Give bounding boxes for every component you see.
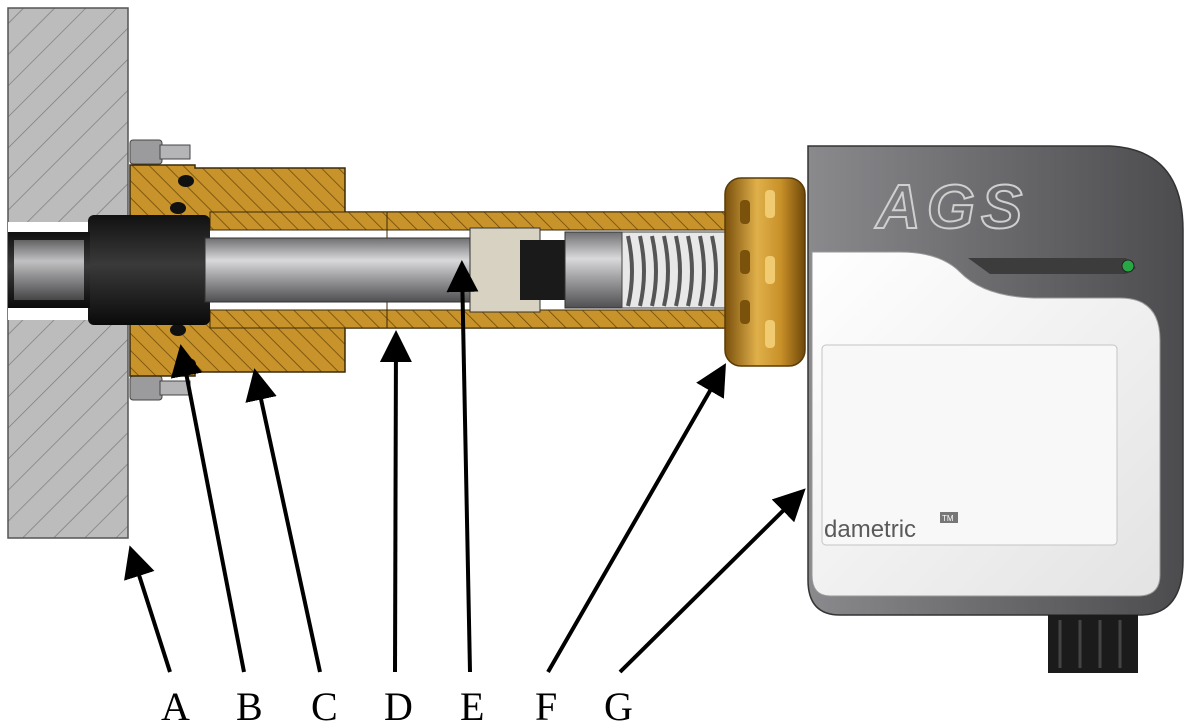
gauge-housing xyxy=(807,145,1184,673)
flange-bolt-bottom xyxy=(129,375,191,401)
flange-bolt-top xyxy=(129,139,191,165)
callout-arrows xyxy=(124,260,806,674)
arrow-g xyxy=(618,488,806,674)
arrow-f xyxy=(546,363,726,673)
probe-tube xyxy=(209,211,726,329)
cable-connector xyxy=(1048,615,1138,673)
trademark-label: TM xyxy=(942,514,954,523)
callout-e: E xyxy=(460,684,484,725)
arrow-d xyxy=(379,330,412,673)
sensor-shaft xyxy=(204,227,626,313)
arrow-b xyxy=(170,344,246,673)
callout-d: D xyxy=(384,684,413,725)
callout-labels: A B C D E F G xyxy=(161,684,633,725)
sensor-sleeve xyxy=(8,215,210,325)
callout-a: A xyxy=(161,684,190,725)
trademark-badge xyxy=(940,512,958,523)
callout-c: C xyxy=(311,684,338,725)
compression-spring xyxy=(621,231,731,309)
arrow-e xyxy=(446,260,479,673)
callout-f: F xyxy=(535,684,557,725)
brand-label: dametric xyxy=(824,516,916,543)
model-label: AGS xyxy=(874,173,1028,242)
callout-b: B xyxy=(236,684,263,725)
callout-g: G xyxy=(604,684,633,725)
arrow-a xyxy=(124,545,172,673)
coupling-nut xyxy=(724,177,806,367)
arrow-c xyxy=(245,368,322,673)
